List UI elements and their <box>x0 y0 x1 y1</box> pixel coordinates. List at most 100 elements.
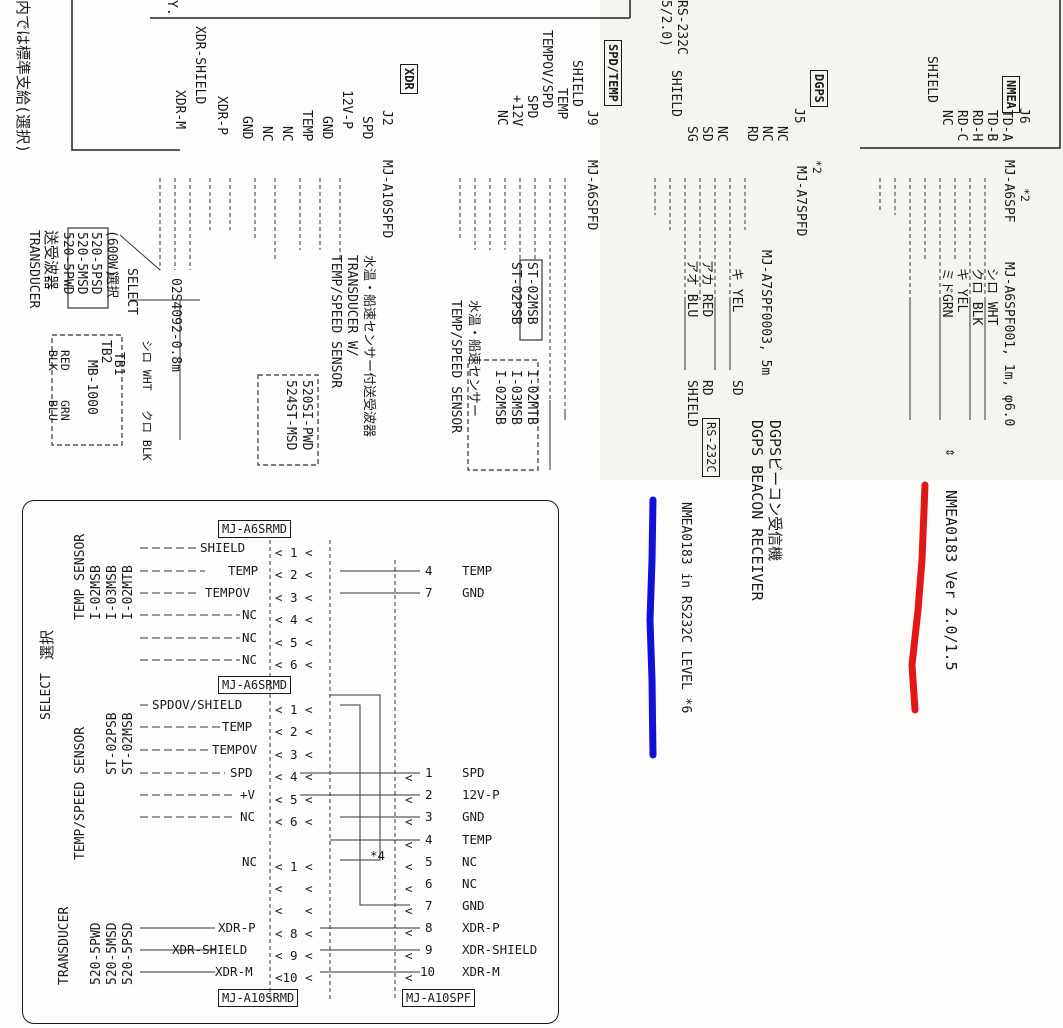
nmea-pin-5: NC <box>939 110 954 126</box>
spd-panel-pin-4: SPD <box>230 765 253 780</box>
rc-num-4: 4 <box>425 832 433 847</box>
xdr-pin-8: XDR-P <box>214 96 229 136</box>
temp-sensor-2: I-03MSB <box>105 565 120 620</box>
xdr-label-en1: TRANSDUCER W/ <box>344 255 359 357</box>
dgps-signal-sd: SD <box>729 380 744 396</box>
rc-sig-5: NC <box>462 854 478 869</box>
rc-sig-1: SPD <box>462 765 485 780</box>
temp-sensor-label: TEMP SENSOR <box>73 533 88 620</box>
temp-pin-6: NC <box>242 652 258 667</box>
red-marker-stroke <box>908 481 929 714</box>
xdr-panel-pin-9: XDR-SHIELD <box>172 942 248 957</box>
xdr-pin-3: GND <box>319 116 334 140</box>
nmea-wire-1: シロ WHT <box>984 268 999 326</box>
dgps-rs232c-box: RS-232C <box>702 418 720 477</box>
rc-num-2: 2 <box>425 787 433 802</box>
dgps-pin-1: NC <box>774 126 789 142</box>
xdr-truncated: Y. <box>164 0 179 16</box>
spd-label-jp: 水温・船速センサー <box>466 300 481 418</box>
temp-right-4-sig: TEMP <box>462 563 493 578</box>
xdr-tb1: TB1 <box>111 352 126 376</box>
dgps-pin-5: SD <box>699 126 714 142</box>
spd-sensor-b2: I-03MSB <box>508 370 523 425</box>
dgps-pin-2: NC <box>759 126 774 142</box>
dgps-note: *2 <box>810 160 824 174</box>
xdr-title: XDR <box>400 64 418 94</box>
temp-right-7-sig: GND <box>462 585 485 600</box>
spd-pin-6: NC <box>494 110 509 126</box>
dgps-pin-4: NC <box>714 126 729 142</box>
rc-sig-10: XDR-M <box>462 964 500 979</box>
rc-sig-7: GND <box>462 898 485 913</box>
xdr-panel-sensor-3: 520-5PWD <box>89 922 104 985</box>
temp-block-cable: MJ-A6SRMD <box>218 520 292 538</box>
panel-pin-glyphs-mid: < 1 < < 2 < < 3 < < 4 < < 5 < < 6 < <box>275 702 313 830</box>
dgps-side-ver: 5/2.0) <box>658 0 673 47</box>
scan-background <box>600 0 1063 480</box>
note-4: *4 <box>370 848 386 863</box>
xdr-wire-blu: BLU <box>46 400 60 421</box>
temp-select-jp: 選択 <box>38 629 56 660</box>
nmea-pin-3: RD-H <box>969 110 984 142</box>
temp-sensor-1: I-02MTB <box>121 565 136 620</box>
nmea-conn-id: J6 <box>1016 108 1031 124</box>
dgps-label-en: DGPS BEACON RECEIVER <box>748 420 766 601</box>
xdr-pin-5: NC <box>279 126 294 142</box>
dgps-cable2: MJ-A7SPF0003, 5m <box>758 250 773 376</box>
dgps-wire-2: アカ RED <box>699 260 714 318</box>
xdr-wire-red: RED <box>58 350 72 371</box>
temp-pin-5: NC <box>242 630 258 645</box>
spd-pin-4: SPD <box>524 95 539 119</box>
xducer-box <box>67 227 109 309</box>
rc-num-9: 9 <box>425 942 433 957</box>
rc-num-7: 7 <box>425 898 433 913</box>
xdr-block-cable: MJ-A10SRMD <box>218 989 299 1007</box>
i-sensor-box <box>467 359 539 471</box>
xdr-panel-pin-10: XDR-M <box>215 964 253 979</box>
xdr-panel-label: TRANSDUCER <box>57 906 72 985</box>
xdr-watt: (600W) <box>104 230 119 277</box>
xdr-xducer-1: 520-5PSD <box>88 232 103 295</box>
spd-sensor-a1: ST-02MSB <box>524 262 539 325</box>
dgps-pin-7: SHIELD <box>668 70 683 117</box>
st-sensor-box <box>519 259 543 341</box>
nmea-wire-3: キ YEL <box>954 268 969 313</box>
dgps-label-jp: DGPSビーコン受信機 <box>766 420 784 562</box>
frame-line-left <box>71 0 180 151</box>
spd-panel-pin-5: +V <box>240 787 256 802</box>
dgps-title: DGPS <box>810 70 828 107</box>
xdr-pin-9: XDR-SHIELD <box>192 26 207 105</box>
xdr-pin-6: NC <box>259 126 274 142</box>
xdr-cable: MJ-A10SPFD <box>379 160 394 239</box>
xdr-xducer-jp: 送受波器 <box>42 230 60 291</box>
rc-num-3: 3 <box>425 809 433 824</box>
nmea-cable: MJ-A6SPF <box>1001 160 1016 223</box>
temp-right-7-num: 7 <box>425 585 433 600</box>
rc-num-6: 6 <box>425 876 433 891</box>
frame-line <box>860 0 1061 149</box>
spd-pin-1: SHIELD <box>569 60 584 107</box>
xdr-pin-10: XDR-M <box>172 90 187 130</box>
spd-sensor-b3: I-02MSB <box>492 370 507 425</box>
panel-pin-glyphs-bottom: < 1 < < < < < < 8 < < 9 < <10 < <box>275 859 313 986</box>
spd-title: SPD/TEMP <box>604 40 622 106</box>
rc-sig-2: 12V-P <box>462 787 500 802</box>
xdr-sensor-1: 520SI-PWD <box>299 380 314 451</box>
rc-sig-6: NC <box>462 876 478 891</box>
520si-box <box>257 374 319 466</box>
panel-pin-glyphs-top: < 1 < < 2 < < 3 < < 4 < < 5 < < 6 < <box>275 545 313 673</box>
dgps-signal-shield: SHIELD <box>684 380 699 427</box>
xdr-label-en2: TEMP/SPEED SENSOR <box>328 255 343 389</box>
dgps-pin-3: RD <box>744 126 759 142</box>
xdr-xducer-en: TRANSDUCER <box>26 230 41 309</box>
temp-select-en: SELECT <box>39 673 54 720</box>
xdr-wire-grn: GRN <box>58 400 72 421</box>
mb-box <box>51 334 123 446</box>
xdr-select-en: SELECT <box>124 268 139 315</box>
xdr-sensor-2: 524ST-MSD <box>283 380 298 451</box>
nmea-pin-1: TD-A <box>999 110 1014 142</box>
dgps-side-rs: RS-232C <box>674 0 689 55</box>
xdr-pin-1: SPD <box>359 116 374 140</box>
xdr-xducer-2: 520-5MSD <box>74 232 89 295</box>
margin-note-jp: 内では標準支給(選択) <box>14 0 32 154</box>
